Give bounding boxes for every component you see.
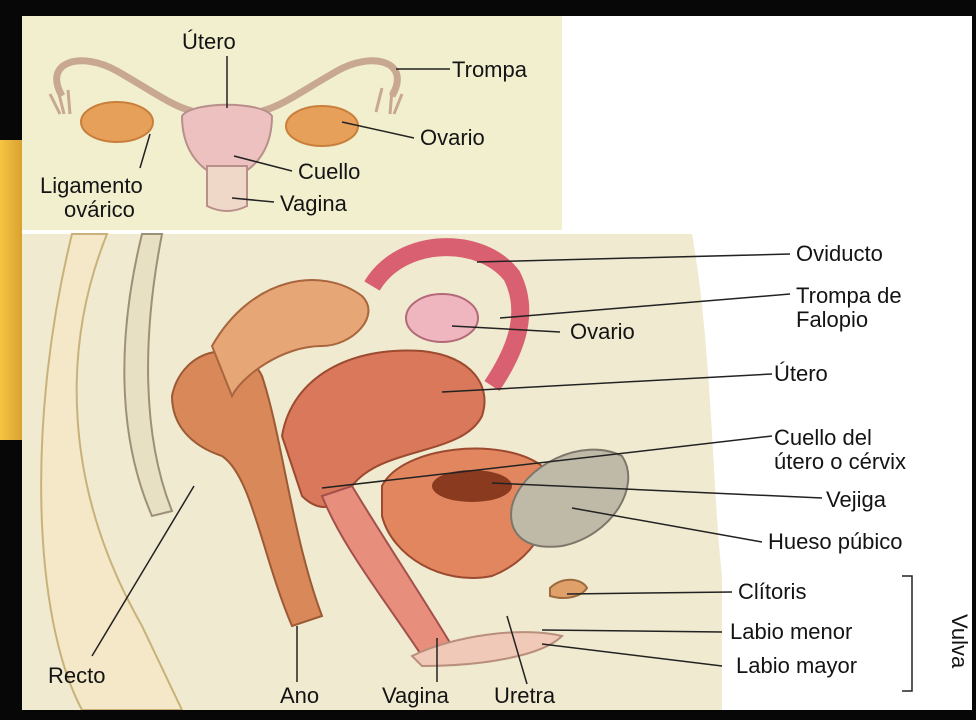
label-vagina-top: Vagina xyxy=(280,192,347,216)
label-ligamento-line1: Ligamento xyxy=(40,174,143,198)
left-ovary xyxy=(81,102,153,142)
label-vejiga: Vejiga xyxy=(826,488,886,512)
label-uretra: Uretra xyxy=(494,684,555,708)
label-oviducto: Oviducto xyxy=(796,242,883,266)
label-cuello-1: Cuello del xyxy=(774,426,872,450)
label-utero-top: Útero xyxy=(182,30,236,54)
ovary-side xyxy=(406,294,478,342)
label-labio-mayor: Labio mayor xyxy=(736,654,857,678)
label-ovario-top: Ovario xyxy=(420,126,485,150)
label-trompa-falopio-2: Falopio xyxy=(796,308,868,332)
label-recto: Recto xyxy=(48,664,105,688)
label-utero-side: Útero xyxy=(774,362,828,386)
diagram-panel: Útero Trompa Ovario Cuello Ligamento ová… xyxy=(22,16,972,710)
label-cuello-top: Cuello xyxy=(298,160,360,184)
label-trompa-falopio-1: Trompa de xyxy=(796,284,902,308)
vagina-shape xyxy=(207,166,247,211)
label-ano: Ano xyxy=(280,684,319,708)
label-labio-menor: Labio menor xyxy=(730,620,852,644)
label-vagina-side: Vagina xyxy=(382,684,449,708)
left-edge-glow xyxy=(0,140,22,440)
label-cuello-2: útero o cérvix xyxy=(774,450,906,474)
label-hueso-pubico: Hueso púbico xyxy=(768,530,903,554)
right-ovary xyxy=(286,106,358,146)
anatomy-illustration xyxy=(22,16,972,710)
label-ligamento-line2: ovárico xyxy=(64,198,135,222)
label-clitoris: Clítoris xyxy=(738,580,806,604)
label-trompa: Trompa xyxy=(452,58,527,82)
label-ovario-side: Ovario xyxy=(570,320,635,344)
bladder-lumen xyxy=(432,470,512,502)
label-vulva: Vulva xyxy=(944,614,972,684)
